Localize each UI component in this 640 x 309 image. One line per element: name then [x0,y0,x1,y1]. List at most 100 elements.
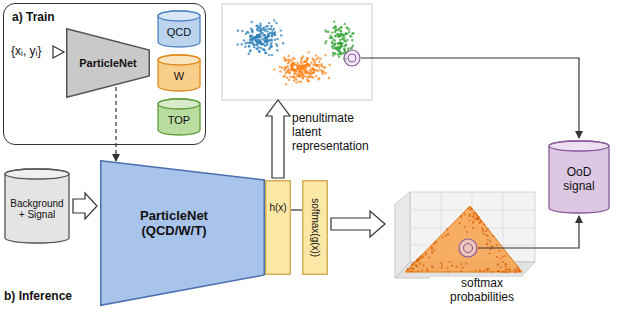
scatter-point [293,72,295,74]
simplex-point [475,270,477,272]
scatter-point [241,43,243,45]
scatter-point [335,35,337,37]
simplex-point [515,271,517,273]
scatter-point [274,31,276,33]
scatter-point [282,42,284,44]
scatter-point [267,36,269,38]
scatter-point [297,73,299,75]
text-holder: ParticleNet (QCD/W/T) [100,204,248,244]
scatter-point [260,29,262,31]
scatter-point [334,26,336,28]
simplex-point [482,230,484,232]
simplex-point [431,251,433,253]
simplex-point [464,213,466,215]
simplex-point [487,239,489,241]
simplex-point [516,269,518,271]
signal-line [361,58,579,138]
scatter-point [258,27,260,29]
simplex-point [415,264,417,266]
node-label: W [174,70,184,83]
scatter-point [251,41,253,43]
simplex-point [502,256,504,258]
simplex-point [491,271,493,273]
ood-marker [464,244,473,253]
scatter-point [252,44,254,46]
simplex-point [477,217,479,219]
scatter-point [270,25,272,27]
scatter-point [275,22,277,24]
scatter-point [344,33,346,35]
scatter-point [338,56,340,58]
simplex-point [470,208,472,210]
scatter-point [308,80,310,82]
scatter-point [348,31,350,33]
scatter-point [270,45,272,47]
scatter-point [299,75,301,77]
weights-link [115,87,116,161]
scatter-point [251,35,253,37]
scatter-point [260,47,262,49]
scatter-point [315,54,317,56]
scatter-point [253,37,255,39]
block-arrow [331,211,385,237]
simplex-point [482,233,484,235]
scatter-point [341,42,343,44]
simplex-point [484,269,486,271]
scatter-point [310,70,312,72]
scatter-point [318,66,320,68]
simplex-point [514,269,516,271]
scatter-point [256,48,258,50]
block-arrow [266,100,290,178]
scatter-point [329,37,331,39]
text-holder: h(x) [265,200,291,216]
signal-line [478,216,579,248]
softmax-box: softmax(g(x)) [302,180,328,275]
simplex-point [466,231,468,233]
simplex-point [447,271,449,273]
scatter-point [265,25,267,27]
scatter-point [254,39,256,41]
figure-label: softmax probabilities [430,277,534,305]
scatter-point [262,48,264,50]
scatter-point [325,72,327,74]
scatter-point [267,40,269,42]
scatter-point [311,57,313,59]
scatter-point [304,64,306,66]
simplex-point [477,218,479,220]
scatter-point [243,39,245,41]
simplex-point [459,222,461,224]
input-triangle [53,46,64,58]
ood-marker [344,50,360,66]
scatter-point [337,46,339,48]
train-panel: a) TrainParticleNetQCDWTOP [3,3,206,145]
scatter-point [284,75,286,77]
simplex-point [417,258,419,260]
scatter-point [293,68,295,70]
simplex-point [496,244,498,246]
scatter-point [343,45,345,47]
scatter-point [261,38,263,40]
scatter-point [247,31,249,33]
scatter-point [319,69,321,71]
feature-box-outline [265,180,291,275]
node-label: ParticleNet [79,57,136,70]
scatter-point [314,61,316,63]
scatter-point [336,42,338,44]
scatter-point [292,57,294,59]
simplex-point [419,256,421,258]
scatter-point [300,60,302,62]
scatter-point [281,67,283,69]
simplex-point [451,265,453,267]
simplex-point [465,263,467,265]
simplex-point [431,246,433,248]
simplex-point [431,251,433,253]
scatter-point [316,58,318,60]
scatter-point [298,76,300,78]
scatter-point [343,48,345,50]
scatter-point [338,36,340,38]
scatter-point [310,67,312,69]
simplex-point [507,271,509,273]
scatter-point [270,45,272,47]
scatter-point [339,42,341,44]
simplex-point [498,270,500,272]
